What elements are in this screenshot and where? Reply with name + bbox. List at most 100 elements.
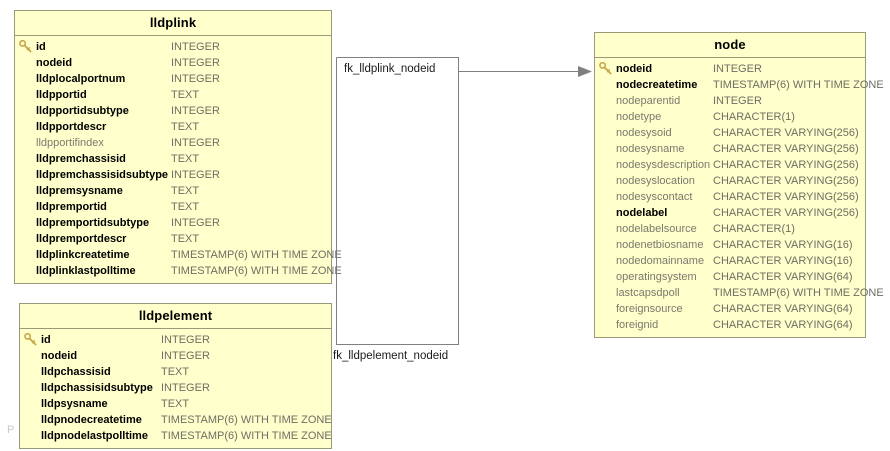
- column-key-slot: [24, 413, 40, 427]
- column-name: lastcapsdpoll: [616, 287, 680, 299]
- column-name: lldpchassisidsubtype: [41, 382, 153, 394]
- column-key-slot: [24, 397, 40, 411]
- column-key-slot: [599, 286, 615, 300]
- column-name: nodeparentid: [616, 95, 681, 107]
- column-type: TIMESTAMP(6) WITH TIME ZONE: [713, 287, 884, 299]
- column-key-slot: [19, 200, 35, 214]
- fk-routing-path: [336, 57, 459, 345]
- relationship-label-fk-lldplink-nodeid: fk_lldplink_nodeid: [344, 63, 436, 75]
- column-type: INTEGER: [713, 95, 762, 107]
- column-key-slot: [19, 168, 35, 182]
- column-name: foreignid: [616, 319, 659, 331]
- column-type: INTEGER: [713, 63, 762, 75]
- column-key-slot: [24, 349, 40, 363]
- column-name: lldpsysname: [41, 398, 108, 410]
- column-key-slot: [19, 264, 35, 278]
- column-row: lldpremchassisid TEXT: [15, 151, 331, 167]
- column-key-slot: [19, 72, 35, 86]
- column-key-slot: [19, 184, 35, 198]
- column-type: CHARACTER(1): [713, 111, 795, 123]
- column-name: nodenetbiosname: [616, 239, 704, 251]
- column-key-slot: [599, 78, 615, 92]
- column-key-slot: [19, 88, 35, 102]
- column-type: CHARACTER(1): [713, 223, 795, 235]
- column-row: lldplinkcreatetime TIMESTAMP(6) WITH TIME…: [15, 247, 342, 263]
- column-type: CHARACTER VARYING(64): [713, 271, 853, 283]
- column-type: CHARACTER VARYING(64): [713, 319, 853, 331]
- column-row: lldplinklastpolltime TIMESTAMP(6) WITH TI…: [15, 263, 342, 279]
- column-type: INTEGER: [171, 57, 220, 69]
- column-type: INTEGER: [171, 137, 220, 149]
- column-type: CHARACTER VARYING(256): [713, 207, 859, 219]
- column-name: lldpremportidsubtype: [36, 217, 150, 229]
- column-key-slot: [19, 152, 35, 166]
- column-name: lldpportid: [36, 89, 87, 101]
- column-name: lldplinkcreatetime: [36, 249, 130, 261]
- column-name: nodedomainname: [616, 255, 705, 267]
- column-name: nodecreatetime: [616, 79, 698, 91]
- column-key-slot: [599, 110, 615, 124]
- column-type: CHARACTER VARYING(16): [713, 255, 853, 267]
- column-name: nodetype: [616, 111, 662, 123]
- column-name: lldpremchassisid: [36, 153, 126, 165]
- column-type: TIMESTAMP(6) WITH TIME ZONE: [171, 249, 342, 261]
- entity-title-lldplink: lldplink: [15, 11, 331, 36]
- column-name: nodesyslocation: [616, 175, 695, 187]
- column-type: INTEGER: [171, 73, 220, 85]
- arrowhead-icon: [578, 66, 592, 77]
- column-type: TIMESTAMP(6) WITH TIME ZONE: [171, 265, 342, 277]
- column-key-slot: [599, 206, 615, 220]
- column-type: CHARACTER VARYING(16): [713, 239, 853, 251]
- column-row: nodedomainname CHARACTER VARYING(16): [595, 253, 865, 269]
- column-name: lldpnodecreatetime: [41, 414, 142, 426]
- column-name: id: [36, 41, 46, 53]
- column-row: nodelabel CHARACTER VARYING(256): [595, 205, 865, 221]
- column-name: nodesyscontact: [616, 191, 693, 203]
- column-name: operatingsystem: [616, 271, 697, 283]
- column-name: nodelabel: [616, 207, 668, 219]
- column-type: TEXT: [171, 153, 200, 165]
- column-key-slot: [599, 238, 615, 252]
- column-type: CHARACTER VARYING(256): [713, 143, 859, 155]
- column-name: nodeid: [41, 350, 78, 362]
- column-name: lldplocalportnum: [36, 73, 126, 85]
- column-type: TIMESTAMP(6) WITH TIME ZONE: [161, 430, 332, 442]
- entity-title-node: node: [595, 33, 865, 58]
- column-type: TEXT: [161, 366, 190, 378]
- column-name: nodesysoid: [616, 127, 672, 139]
- entity-title-lldpelement: lldpelement: [20, 304, 331, 329]
- column-key-slot: [19, 56, 35, 70]
- column-type: CHARACTER VARYING(256): [713, 159, 859, 171]
- column-name: lldplinklastpolltime: [36, 265, 136, 277]
- column-key-slot: [19, 136, 35, 150]
- column-key-slot: [24, 333, 40, 347]
- column-name: nodeid: [36, 57, 73, 69]
- column-row: foreignid CHARACTER VARYING(64): [595, 317, 865, 333]
- column-key-slot: [599, 190, 615, 204]
- column-name: lldpremportdescr: [36, 233, 127, 245]
- column-key-slot: [19, 216, 35, 230]
- column-key-slot: [599, 126, 615, 140]
- column-type: INTEGER: [161, 350, 210, 362]
- column-key-slot: [599, 318, 615, 332]
- column-row: nodeid INTEGER: [15, 55, 331, 71]
